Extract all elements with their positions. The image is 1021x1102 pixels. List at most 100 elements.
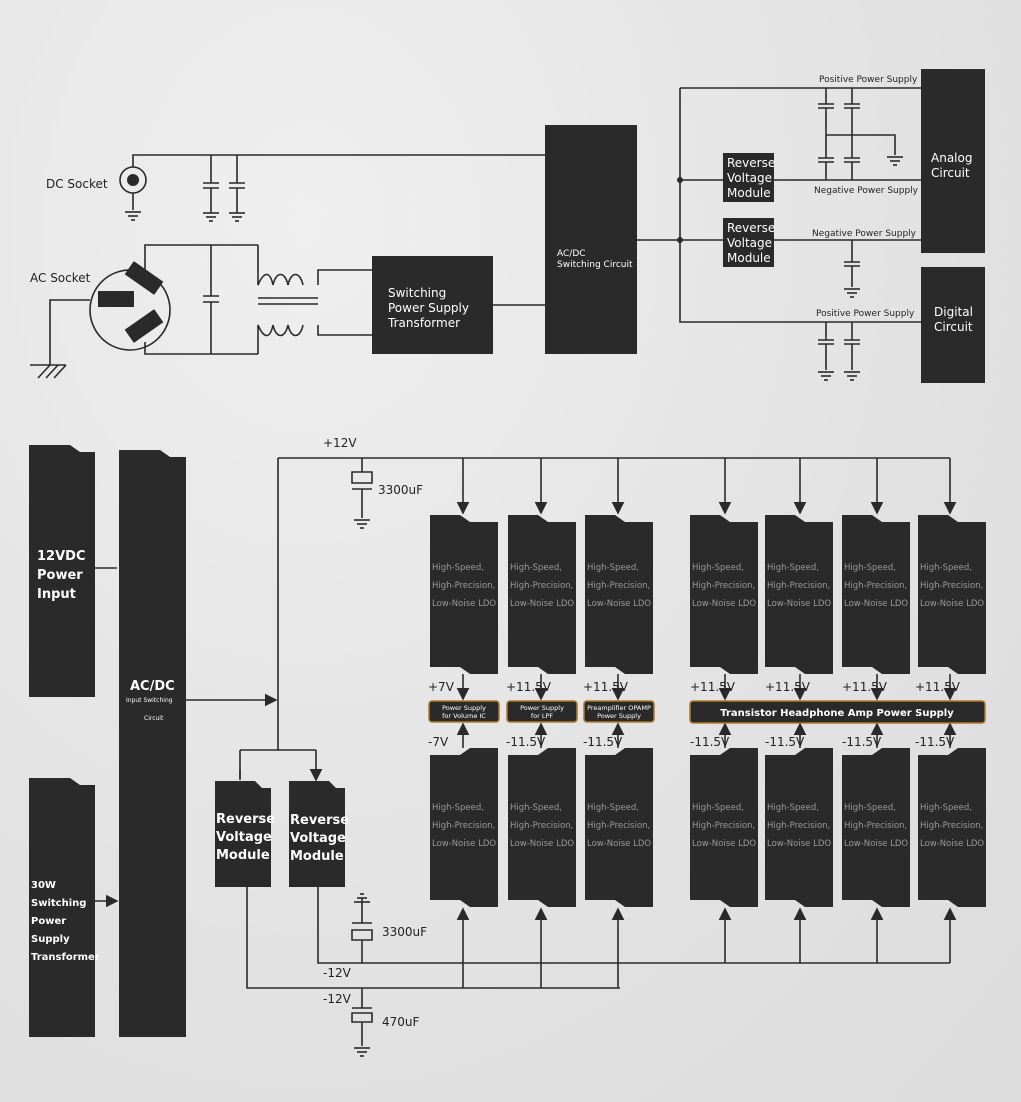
ldo-text: Low-Noise LDO — [432, 599, 496, 609]
badge-line: for Volume IC — [442, 712, 486, 720]
negative-supply-label: Negative Power Supply — [814, 186, 919, 196]
ldo-text: Low-Noise LDO — [844, 839, 908, 849]
reverse-voltage-module-1 — [723, 153, 774, 202]
ldo-positive-block — [842, 515, 910, 674]
acdc-input-switching-box — [119, 450, 186, 1037]
positive-supply-label: Positive Power Supply — [819, 75, 918, 85]
12vdc-input-box — [29, 445, 95, 697]
ldo-text: High-Speed, — [587, 803, 639, 813]
plus12v-label: +12V — [323, 436, 357, 450]
negative-voltage-label: -11.5V — [842, 735, 882, 749]
ldo-text: Low-Noise LDO — [767, 599, 831, 609]
positive-voltage-label: +7V — [428, 680, 455, 694]
ldo-positive-block — [690, 515, 758, 674]
amp-supply-label: Transistor Headphone Amp Power Supply — [720, 708, 954, 719]
ldo-column: High-Speed,High-Precision,Low-Noise LDOH… — [428, 458, 500, 988]
ldo-text: High-Precision, — [432, 821, 495, 831]
negative-supply-label-2: Negative Power Supply — [812, 229, 917, 239]
supply-badge — [583, 700, 655, 723]
ldo-text: High-Speed, — [587, 563, 639, 573]
positive-voltage-label: +11.5V — [842, 680, 888, 694]
reverse-voltage-module-b1 — [215, 781, 271, 887]
ldo-text: Low-Noise LDO — [920, 839, 984, 849]
dc-socket-icon — [119, 166, 147, 194]
negative-voltage-label: -11.5V — [506, 735, 546, 749]
badge-line: Power Supply — [442, 704, 486, 712]
ldo-column: High-Speed,High-Precision,Low-Noise LDOH… — [842, 458, 910, 963]
positive-voltage-label: +11.5V — [765, 680, 811, 694]
positive-voltage-label: +11.5V — [583, 680, 629, 694]
capacitor-bank-analog — [817, 88, 904, 381]
supply-badge — [428, 700, 500, 723]
ldo-text: Low-Noise LDO — [587, 599, 651, 609]
ldo-positive-block — [430, 515, 498, 674]
ldo-text: High-Precision, — [510, 581, 573, 591]
badge-line: Preamplifier OPAMP — [587, 704, 651, 712]
ldo-positive-block — [508, 515, 576, 674]
analog-circuit-box — [921, 69, 985, 253]
positive-voltage-label: +11.5V — [506, 680, 552, 694]
ldo-text: Low-Noise LDO — [920, 599, 984, 609]
badge-line: for LPF — [531, 712, 554, 720]
ldo-text: High-Speed, — [692, 563, 744, 573]
positive-voltage-label: +11.5V — [915, 680, 961, 694]
ldo-negative-block — [918, 748, 986, 907]
acdc-switching-box — [545, 125, 637, 354]
amp-supply-badge — [689, 700, 986, 724]
negative-voltage-label: -7V — [428, 735, 449, 749]
ldo-text: High-Speed, — [692, 803, 744, 813]
digital-circuit-box — [921, 267, 985, 383]
ldo-positive-block — [585, 515, 653, 674]
ldo-text: High-Speed, — [844, 803, 896, 813]
transformer-coil-icon — [257, 245, 372, 354]
ldo-column: High-Speed, High-Precision, Low-Noise LDO H… — [690, 458, 758, 963]
positive-supply-label-2: Positive Power Supply — [816, 309, 915, 319]
negative-voltage-label: -11.5V — [690, 735, 730, 749]
cap1-label: 3300uF — [378, 483, 423, 497]
capacitor-470uf — [351, 988, 373, 1057]
negative-voltage-label: -11.5V — [915, 735, 955, 749]
ldo-text: High-Precision, — [920, 581, 983, 591]
ldo-text: High-Speed, — [510, 803, 562, 813]
ldo-text: High-Precision, — [692, 581, 755, 591]
ldo-column: High-Speed, High-Precision, Low-Noise LDO H… — [506, 458, 578, 988]
ldo-text: Low-Noise LDO — [510, 599, 574, 609]
ldo-text: High-Speed, — [920, 803, 972, 813]
ldo-text: High-Speed, — [767, 563, 819, 573]
ldo-text: High-Speed, — [767, 803, 819, 813]
ldo-column: High-Speed, High-Precision, Low-Noise LDO H… — [765, 458, 833, 963]
ldo-text: High-Precision, — [767, 821, 830, 831]
switching-transformer-box — [372, 256, 493, 354]
ldo-positive-block — [765, 515, 833, 674]
reverse-voltage-module-2 — [723, 218, 774, 267]
ldo-text: High-Precision, — [692, 821, 755, 831]
supply-badge — [506, 700, 578, 723]
ldo-column: High-Speed,High-Precision,Low-Noise LDOH… — [915, 458, 986, 963]
ldo-text: Low-Noise LDO — [844, 599, 908, 609]
ldo-text: Low-Noise LDO — [510, 839, 574, 849]
ldo-text: Low-Noise LDO — [587, 839, 651, 849]
ldo-text: High-Precision, — [767, 581, 830, 591]
ldo-text: Low-Noise LDO — [432, 839, 496, 849]
ldo-text: Low-Noise LDO — [692, 839, 756, 849]
ac-socket-label: AC Socket — [30, 271, 91, 285]
ldo-text: High-Precision, — [587, 821, 650, 831]
badge-line: Power Supply — [597, 712, 641, 720]
ldo-text: Low-Noise LDO — [692, 599, 756, 609]
cap3-label: 470uF — [382, 1015, 420, 1029]
ldo-negative-block — [585, 748, 653, 907]
capacitor-3300uf-top — [351, 458, 373, 529]
ldo-text: High-Speed, — [844, 563, 896, 573]
ldo-text: High-Precision, — [510, 821, 573, 831]
ldo-negative-block — [508, 748, 576, 907]
ldo-positive-block — [918, 515, 986, 674]
